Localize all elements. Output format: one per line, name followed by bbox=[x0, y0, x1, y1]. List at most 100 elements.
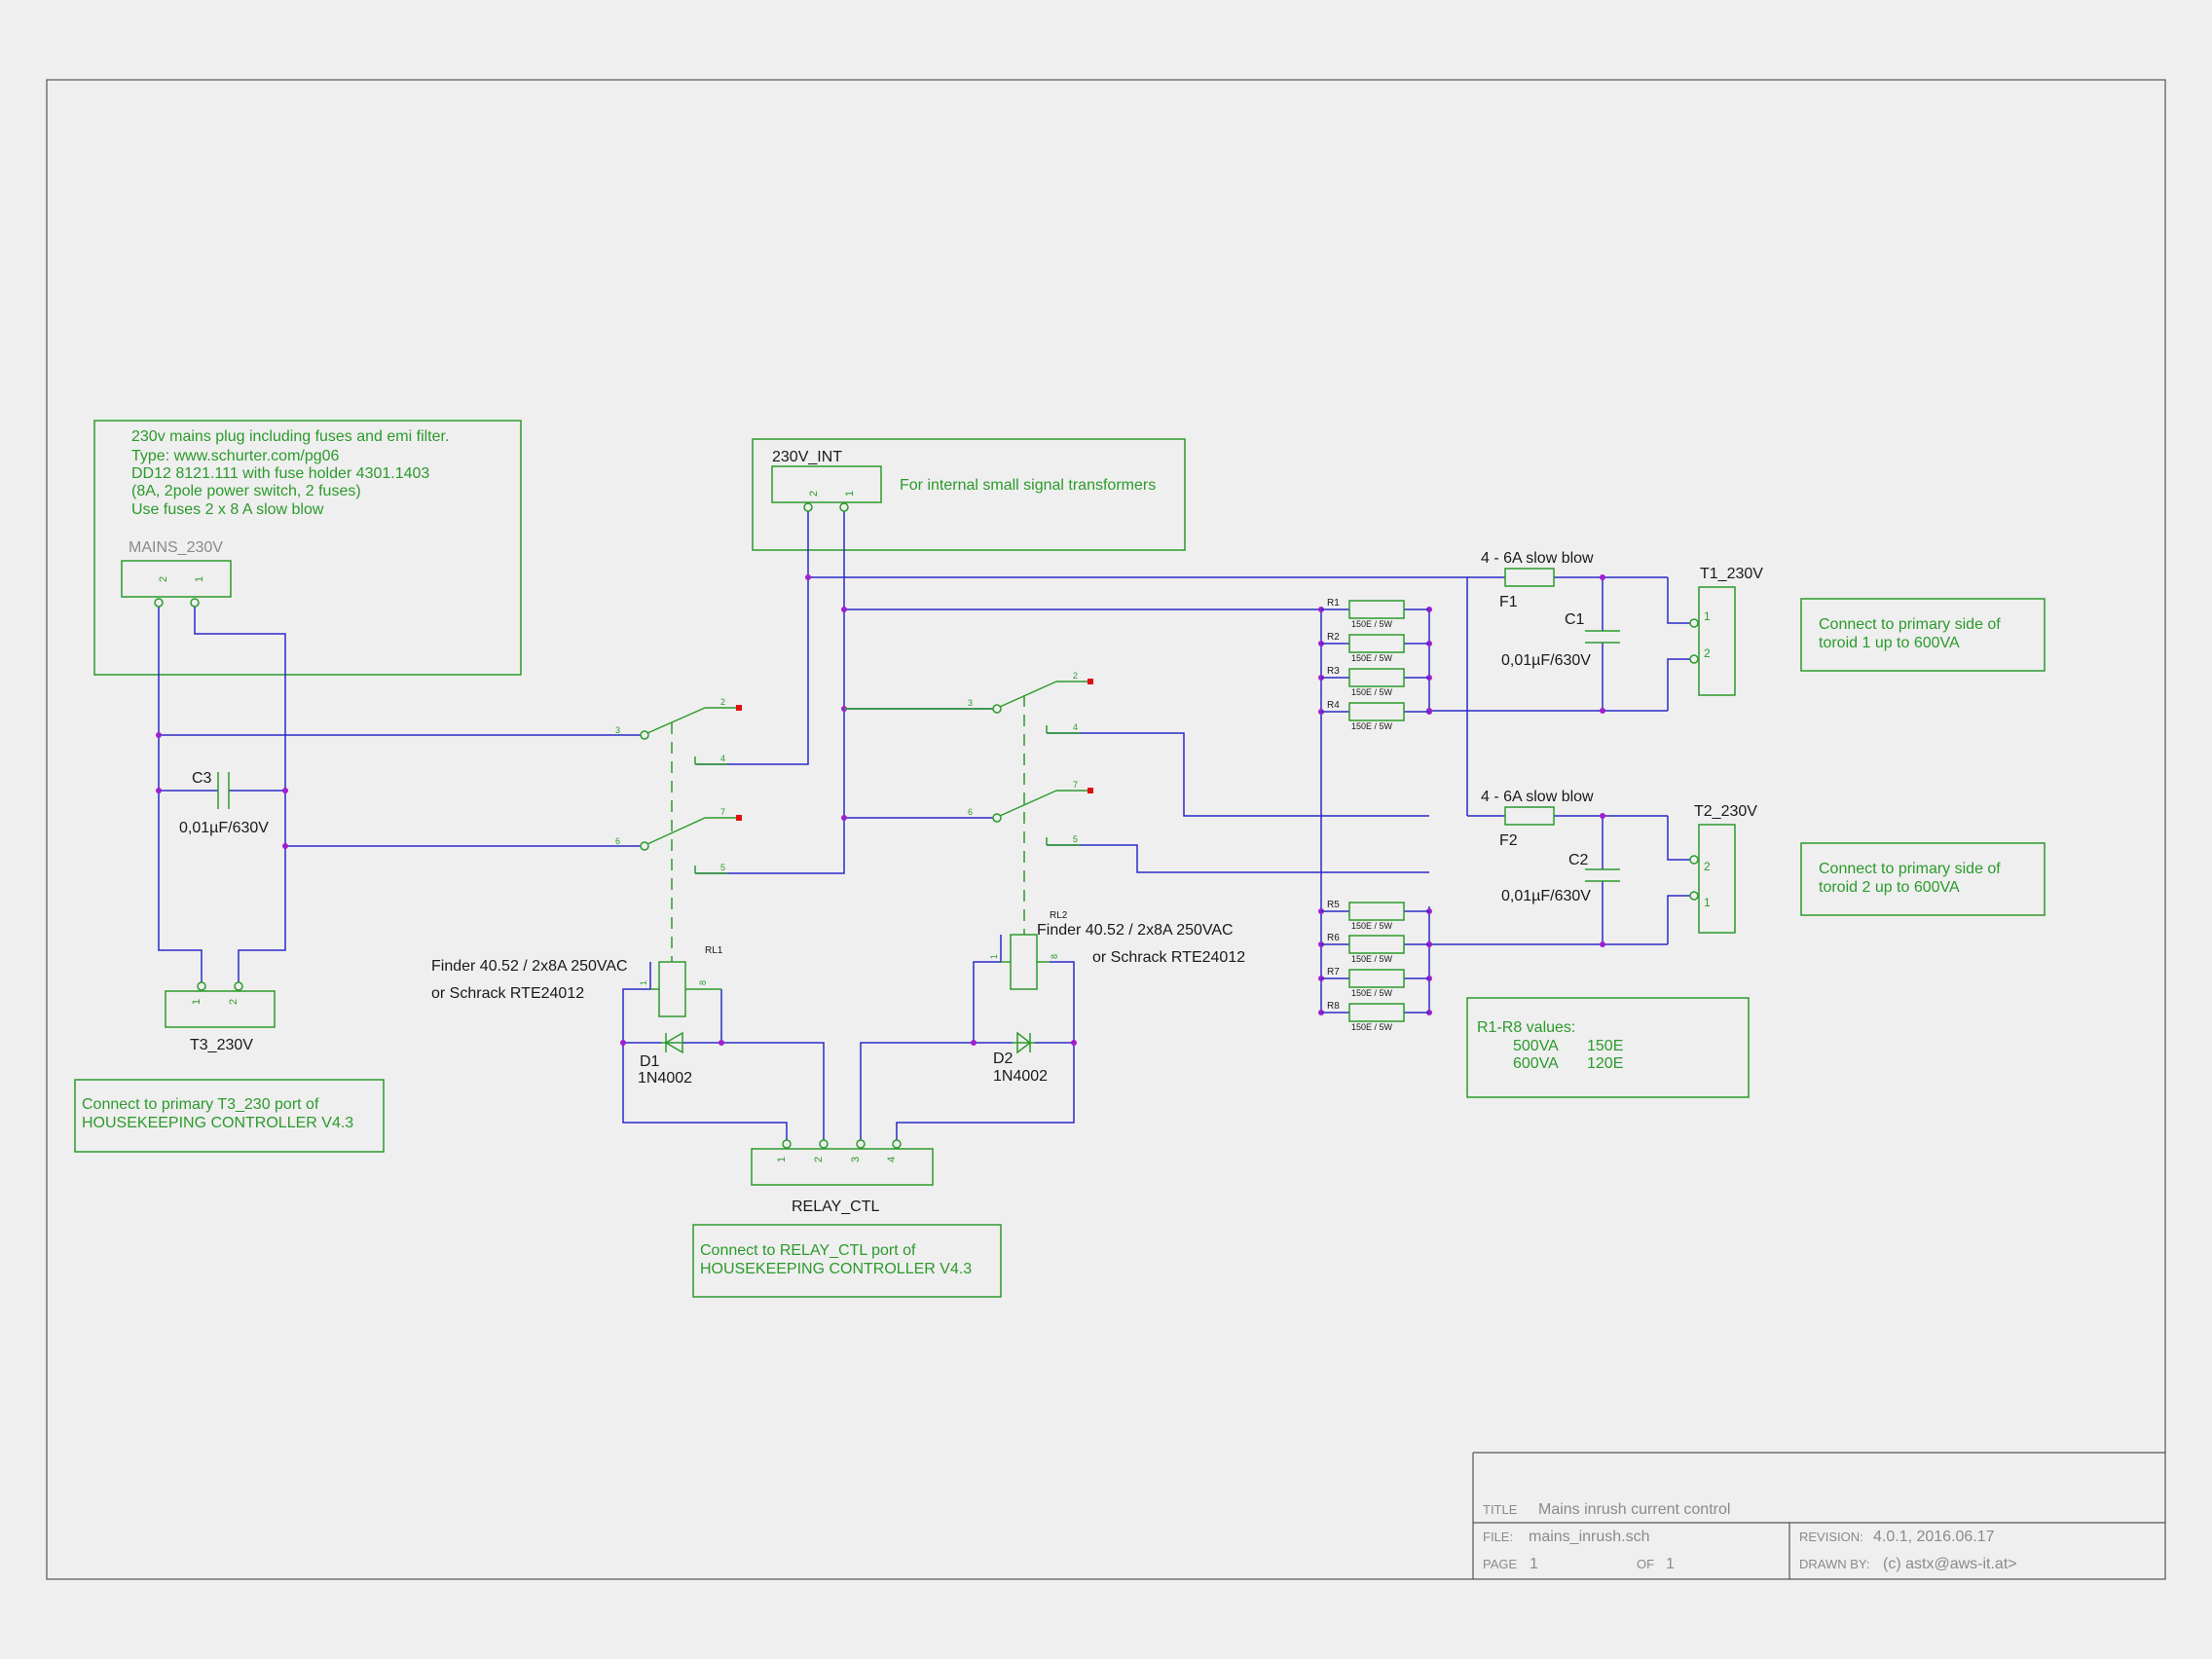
wires bbox=[158, 505, 1694, 1144]
wire bbox=[1667, 577, 1694, 624]
resistor-ref: R4 bbox=[1327, 700, 1340, 711]
t3-note: Connect to primary T3_230 port of HOUSEK… bbox=[74, 1079, 385, 1153]
capacitor-c2: C2 0,01µF/630V bbox=[1501, 852, 1620, 904]
capacitor-c3: C3 0,01µF/630V bbox=[179, 770, 269, 836]
resistor-value: 150E / 5W bbox=[1351, 687, 1393, 697]
c1-value: 0,01µF/630V bbox=[1501, 652, 1591, 669]
c3-value: 0,01µF/630V bbox=[179, 820, 269, 836]
pin-number: 2 bbox=[1704, 860, 1711, 873]
junction-dot bbox=[1600, 813, 1605, 819]
pin-number: 1 bbox=[989, 954, 999, 959]
resistor-value: 150E / 5W bbox=[1351, 1022, 1393, 1032]
diode-d2: D2 1N4002 bbox=[993, 1031, 1048, 1085]
rl2-ref: RL2 bbox=[1050, 910, 1068, 921]
pin-number: 2 bbox=[158, 576, 169, 582]
connector-pin bbox=[197, 981, 206, 991]
f2-ref: F2 bbox=[1499, 832, 1518, 849]
open-pin-marker bbox=[736, 815, 742, 821]
connector-pin bbox=[892, 1139, 902, 1149]
pin-number: 1 bbox=[844, 491, 856, 497]
fuse-f1: 4 - 6A slow blow F1 bbox=[1481, 550, 1594, 610]
pin-number: 3 bbox=[968, 698, 973, 708]
c2-ref: C2 bbox=[1568, 852, 1589, 868]
resistor: R8 150E / 5W bbox=[1321, 1001, 1429, 1032]
connector-pin bbox=[856, 1139, 866, 1149]
wire bbox=[695, 505, 845, 874]
t3-connector-ref: T3_230V bbox=[190, 1037, 253, 1053]
c2-value: 0,01µF/630V bbox=[1501, 888, 1591, 904]
connector-pin bbox=[1689, 855, 1699, 865]
t2-note-line: toroid 2 up to 600VA bbox=[1819, 879, 1960, 896]
drawn-by-value: (c) astx@aws-it.at> bbox=[1883, 1556, 2017, 1572]
open-pin-marker bbox=[1088, 788, 1093, 793]
pin-number: 5 bbox=[720, 863, 725, 872]
pin-number: 1 bbox=[1704, 609, 1711, 623]
resistor: R5 150E / 5W bbox=[1321, 900, 1429, 931]
resistor-ref: R5 bbox=[1327, 900, 1340, 910]
r-values-title: R1-R8 values: bbox=[1477, 1019, 1575, 1036]
mains-note-line: Use fuses 2 x 8 A slow blow bbox=[131, 501, 324, 518]
of-label: OF bbox=[1637, 1557, 1654, 1571]
t1-connector-body bbox=[1698, 586, 1736, 696]
capacitor-c1: C1 0,01µF/630V bbox=[1501, 611, 1620, 669]
t1-connector: T1_230V 1 2 bbox=[1689, 566, 1763, 696]
relay-note-box bbox=[692, 1224, 1002, 1298]
c1-ref: C1 bbox=[1565, 611, 1585, 628]
t2-note-box bbox=[1800, 842, 2046, 916]
pin-number: 1 bbox=[191, 999, 203, 1005]
connector-pin bbox=[782, 1139, 792, 1149]
connector-pin bbox=[154, 598, 164, 608]
int-connector-body bbox=[771, 465, 882, 503]
fuse-f2: 4 - 6A slow blow F2 bbox=[1481, 789, 1594, 849]
pin-number: 2 bbox=[1073, 671, 1078, 681]
t1-connector-ref: T1_230V bbox=[1700, 566, 1763, 582]
junction-dot bbox=[282, 788, 288, 793]
int-connector-ref: 230V_INT bbox=[772, 449, 842, 465]
relay-ctl-body bbox=[751, 1148, 934, 1186]
resistor: R4 150E / 5W bbox=[1321, 700, 1429, 731]
resistor-ref: R8 bbox=[1327, 1001, 1340, 1012]
resistor-value: 150E / 5W bbox=[1351, 721, 1393, 731]
contact-blade bbox=[999, 790, 1057, 817]
r-values-note: R1-R8 values: 500VA 150E 600VA 120E bbox=[1466, 997, 1750, 1098]
r-values-box bbox=[1466, 997, 1750, 1098]
sheet-border bbox=[46, 79, 2166, 1580]
of-value: 1 bbox=[1666, 1556, 1675, 1572]
t3-note-box bbox=[74, 1079, 385, 1153]
connector-pin bbox=[1689, 618, 1699, 628]
resistor-ref: R1 bbox=[1327, 598, 1340, 608]
int-connector: 230V_INT 2 1 bbox=[771, 449, 882, 512]
resistor-body bbox=[1348, 935, 1405, 954]
junction-dot bbox=[156, 732, 162, 738]
t3-connector-body bbox=[165, 990, 276, 1028]
t2-connector: T2_230V 2 1 bbox=[1689, 803, 1757, 934]
mains-connector-body bbox=[121, 560, 232, 598]
wire bbox=[1667, 816, 1694, 861]
open-pin-marker bbox=[736, 705, 742, 711]
pin-number: 2 bbox=[813, 1157, 825, 1162]
mains-note-line: 230v mains plug including fuses and emi … bbox=[131, 428, 449, 445]
relay-ctl-connector: 1 2 3 4 RELAY_CTL bbox=[751, 1139, 934, 1215]
wire bbox=[1667, 658, 1694, 711]
contact-pivot bbox=[640, 841, 649, 851]
resistor-value: 150E / 5W bbox=[1351, 921, 1393, 931]
diode-d1: D1 1N4002 bbox=[638, 1031, 692, 1087]
resistor-body bbox=[1348, 600, 1405, 619]
relay-rl1: 3 2 4 6 7 5 1 8 RL1 Finder 40.52 / 2x8A … bbox=[431, 697, 742, 1017]
junction-dot bbox=[156, 788, 162, 793]
resistor-value: 150E / 5W bbox=[1351, 619, 1393, 629]
t1-note: Connect to primary side of toroid 1 up t… bbox=[1800, 598, 2046, 672]
resistor-body bbox=[1348, 1003, 1405, 1022]
pin-number: 3 bbox=[615, 725, 620, 735]
pin-number: 2 bbox=[228, 999, 240, 1005]
junction-dot bbox=[841, 815, 847, 821]
title-value: Mains inrush current control bbox=[1538, 1501, 1730, 1518]
open-pin-marker bbox=[1088, 679, 1093, 684]
d2-value: 1N4002 bbox=[993, 1068, 1048, 1085]
rl1-value: Finder 40.52 / 2x8A 250VAC bbox=[431, 958, 628, 975]
pin-number: 1 bbox=[1704, 896, 1711, 909]
t2-note-line: Connect to primary side of bbox=[1819, 861, 2001, 877]
